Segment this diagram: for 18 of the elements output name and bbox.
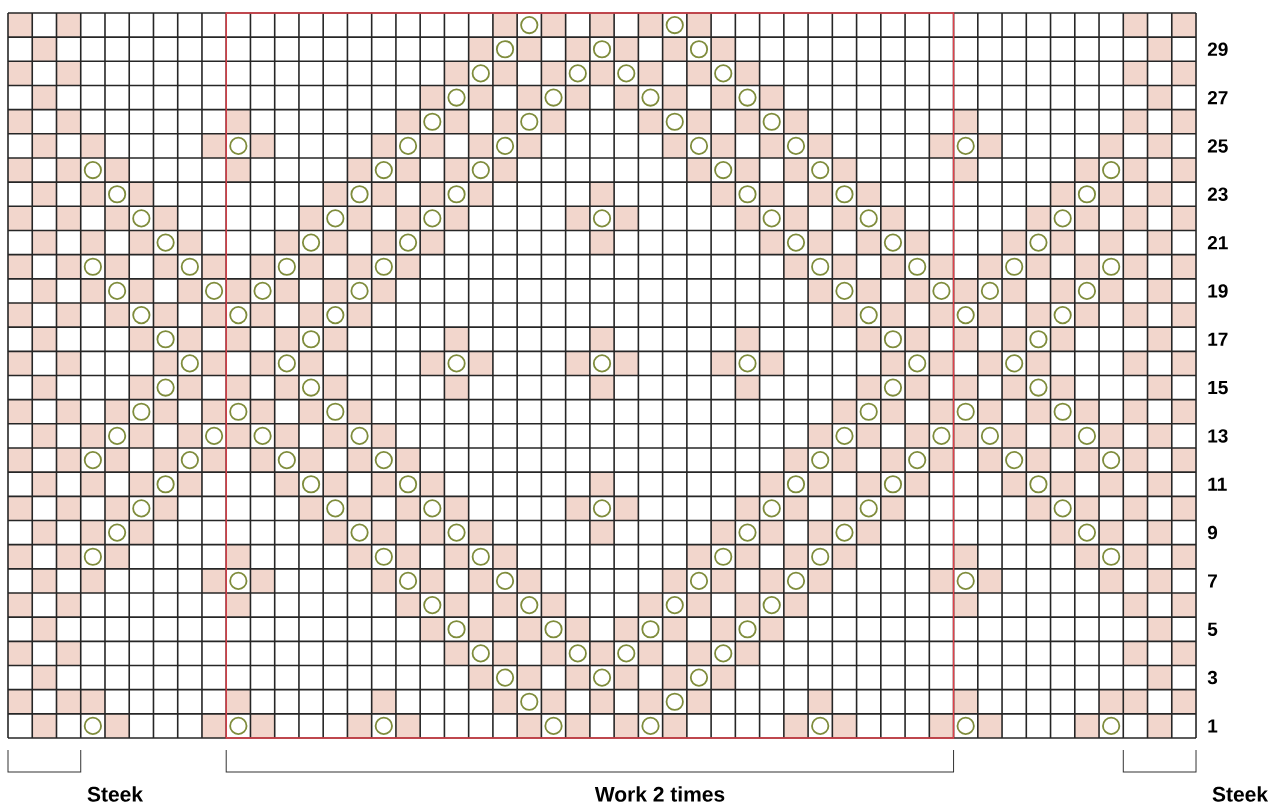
- row-number: 23: [1207, 187, 1228, 201]
- row-number: 19: [1208, 284, 1228, 298]
- bracket-label: Work 2 times: [594, 786, 725, 802]
- row-number: 1: [1208, 719, 1218, 733]
- row-number: 17: [1208, 332, 1228, 346]
- row-number: 27: [1207, 90, 1228, 105]
- row-number: 11: [1208, 477, 1227, 491]
- row-number: 13: [1208, 429, 1228, 443]
- row-number: 25: [1207, 139, 1228, 153]
- row-number: 3: [1207, 670, 1218, 685]
- bracket-label: Steek: [1212, 786, 1269, 802]
- row-number: 21: [1207, 235, 1228, 250]
- row-number: 29: [1207, 42, 1228, 56]
- bracket-label: Steek: [87, 786, 144, 802]
- row-number: 5: [1207, 622, 1218, 636]
- row-number: 15: [1208, 380, 1228, 395]
- row-number: 7: [1208, 574, 1217, 588]
- row-number: 9: [1207, 525, 1218, 540]
